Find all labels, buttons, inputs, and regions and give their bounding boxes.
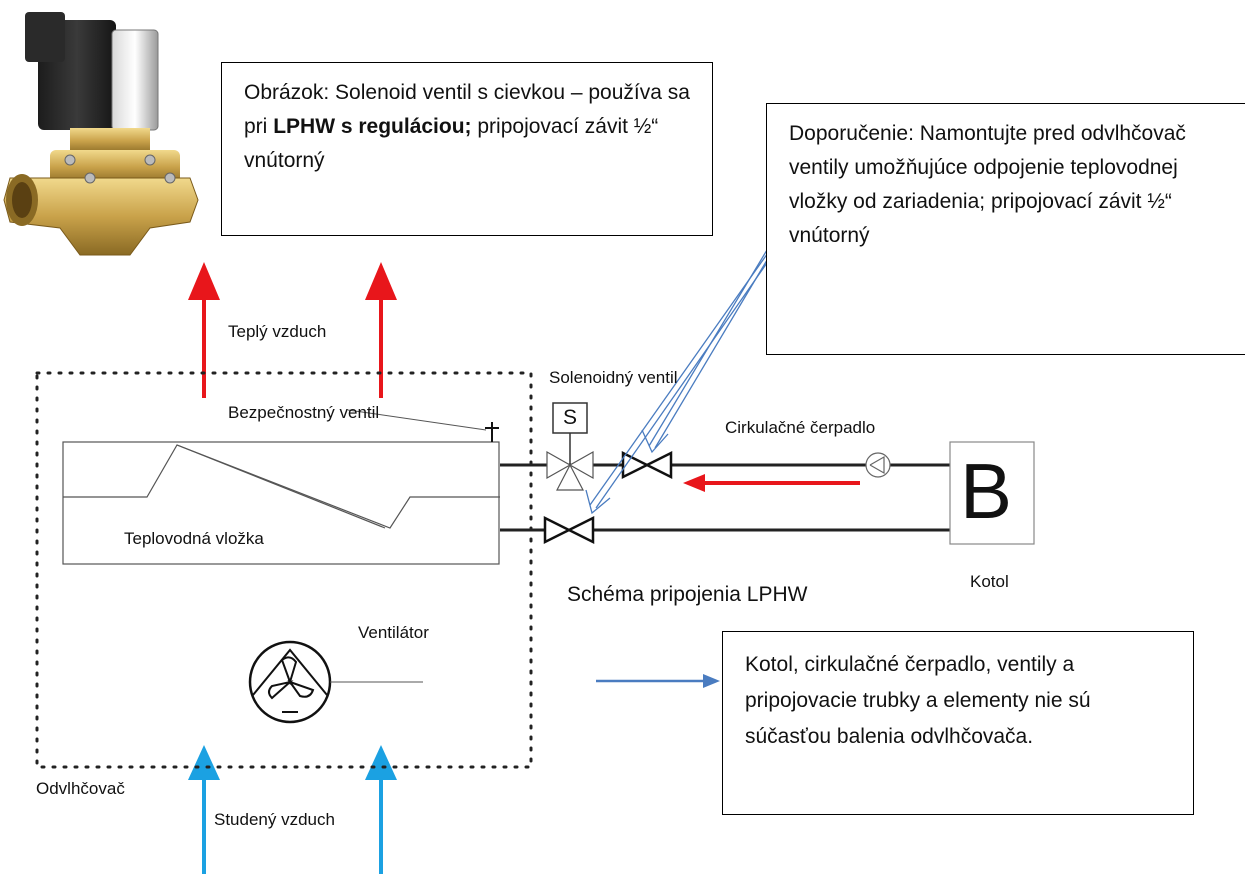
not-included-box: Kotol, cirkulačné čerpadlo, ventily a pr… (722, 631, 1194, 815)
warm-air-label: Teplý vzduch (228, 322, 327, 341)
recommendation-pointers (585, 244, 777, 515)
schema-title: Schéma pripojenia LPHW (567, 583, 808, 606)
fan-label: Ventilátor (358, 623, 429, 642)
boiler-symbol-letter: B (960, 447, 1013, 535)
boiler-label: Kotol (970, 572, 1009, 591)
boiler-box (949, 441, 1035, 545)
solenoid-valve-symbol (546, 402, 594, 491)
circulation-pump-symbol (865, 452, 891, 478)
image-caption-bold: LPHW s reguláciou; (273, 115, 472, 138)
heat-exchanger-label: Teplovodná vložka (124, 529, 264, 548)
cold-air-label: Studený vzduch (214, 810, 335, 829)
cold-air-arrows (188, 745, 397, 874)
image-caption-box: Obrázok: Solenoid ventil s cievkou – pou… (221, 62, 713, 236)
solenoid-valve-label: Solenoidný ventil (549, 368, 678, 387)
warm-air-arrows (188, 262, 397, 398)
heat-exchanger (62, 441, 500, 565)
not-included-text: Kotol, cirkulačné čerpadlo, ventily a pr… (745, 653, 1091, 748)
solenoid-symbol-letter: S (563, 406, 578, 429)
note-pointer-arrow (596, 674, 720, 688)
dehumidifier-label: Odvlhčovač (36, 779, 125, 798)
safety-valve-symbol (347, 409, 499, 442)
image-caption-text: Obrázok: Solenoid ventil s cievkou – pou… (244, 81, 690, 138)
fan-symbol (248, 640, 423, 724)
image-caption-text-end: pripojovací závit ½“ vnútorný (244, 115, 659, 172)
dehumidifier-enclosure (35, 371, 533, 769)
recommendation-text: Doporučenie: Namontujte pred odvlhčovač … (789, 122, 1186, 247)
shutoff-valve-bottom (543, 515, 595, 545)
shutoff-valve-top (621, 450, 673, 480)
safety-valve-label: Bezpečnostný ventil (228, 403, 380, 422)
solenoid-valve-picture (3, 12, 199, 256)
recommendation-box: Doporučenie: Namontujte pred odvlhčovač … (766, 103, 1245, 355)
circulation-pump-label: Cirkulačné čerpadlo (725, 418, 876, 437)
flow-direction-arrow (683, 474, 860, 492)
